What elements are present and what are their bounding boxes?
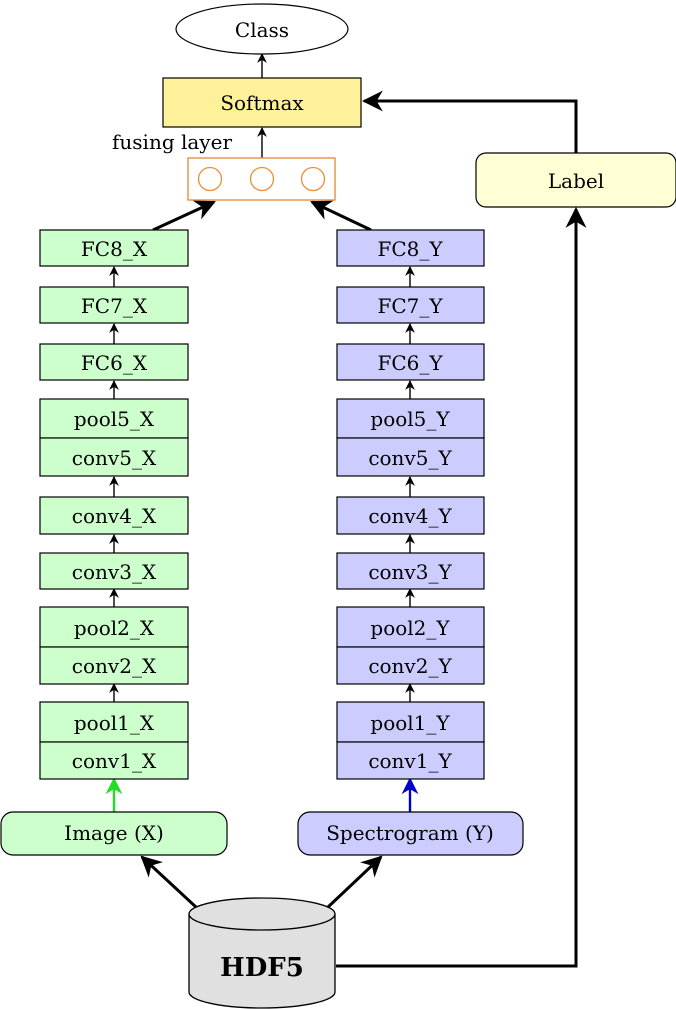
layer-conv2-x-box — [39, 646, 189, 685]
spectrogram-input-node[interactable]: Spectrogram (Y) — [297, 811, 524, 856]
arrow-hdf5-to-image — [140, 855, 199, 910]
layer-conv4-y-box — [336, 496, 485, 535]
fusing-layer-label: fusing layer — [112, 130, 232, 154]
layer-conv1-y[interactable]: conv1_Y — [336, 741, 485, 780]
hdf5-database[interactable]: HDF5 — [188, 897, 336, 1009]
hdf5-cylinder-body — [188, 913, 336, 1009]
connectors — [105, 53, 587, 968]
layer-conv3-y-box — [336, 552, 485, 590]
y-branch: FC8_Y FC7_Y FC6_Y pool5_Y conv5_Y conv4_… — [336, 229, 485, 780]
layer-conv5-y[interactable]: conv5_Y — [336, 437, 485, 477]
hdf5-cylinder-top — [188, 897, 336, 931]
layer-fc8-x[interactable]: FC8_X — [39, 229, 189, 267]
layer-fc8-y-label: FC8_Y — [377, 237, 443, 261]
x-branch: FC8_X FC7_X FC6_X pool5_X conv5_X conv4_… — [39, 229, 189, 780]
spectrogram-input-box — [297, 811, 524, 856]
layer-conv3-x-label: conv3_X — [72, 560, 157, 584]
layer-conv5-x[interactable]: conv5_X — [39, 437, 189, 477]
layer-fc8-x-box — [39, 229, 189, 267]
layer-fc6-x-box — [39, 343, 189, 381]
layer-pool5-y[interactable]: pool5_Y — [336, 398, 485, 439]
layer-fc7-x-box — [39, 286, 189, 324]
layer-pool5-x-label: pool5_X — [74, 407, 155, 431]
layer-pool1-y[interactable]: pool1_Y — [336, 701, 485, 743]
layer-fc6-y[interactable]: FC6_Y — [336, 343, 485, 381]
layer-conv2-x[interactable]: conv2_X — [39, 646, 189, 685]
layer-fc7-y[interactable]: FC7_Y — [336, 286, 485, 324]
layer-fc7-x-label: FC7_X — [81, 294, 148, 318]
label-box — [475, 152, 676, 208]
layer-conv2-x-label: conv2_X — [72, 654, 157, 678]
layer-fc6-x-label: FC6_X — [81, 351, 148, 375]
arrow-label-to-softmax — [361, 90, 578, 153]
layer-pool2-x[interactable]: pool2_X — [39, 606, 189, 648]
layer-conv2-y-label: conv2_Y — [368, 654, 452, 678]
layer-pool5-y-box — [336, 398, 485, 439]
layer-pool2-y[interactable]: pool2_Y — [336, 606, 485, 648]
arrow-hdf5-to-label — [336, 206, 587, 968]
layer-conv1-x-label: conv1_X — [72, 749, 157, 773]
layer-conv1-y-label: conv1_Y — [368, 749, 452, 773]
layer-fc6-x[interactable]: FC6_X — [39, 343, 189, 381]
layer-conv2-y[interactable]: conv2_Y — [336, 646, 485, 685]
arrow-fc8x-to-fusing — [152, 200, 216, 232]
layer-pool1-x[interactable]: pool1_X — [39, 701, 189, 743]
layer-conv4-x-label: conv4_X — [72, 504, 157, 528]
layer-conv2-y-box — [336, 646, 485, 685]
class-ellipse — [175, 3, 349, 55]
spectrogram-input-label: Spectrogram (Y) — [326, 821, 494, 845]
layer-fc6-y-label: FC6_Y — [377, 351, 443, 375]
layer-pool1-y-box — [336, 701, 485, 743]
layer-pool2-y-label: pool2_Y — [370, 616, 450, 640]
layer-conv3-x[interactable]: conv3_X — [39, 552, 189, 590]
layer-conv4-x[interactable]: conv4_X — [39, 496, 189, 535]
layer-pool5-x[interactable]: pool5_X — [39, 398, 189, 439]
softmax-label: Softmax — [220, 91, 304, 115]
label-label: Label — [548, 169, 604, 193]
image-input-box — [0, 811, 228, 856]
arrow-hdf5-to-spectrogram — [325, 855, 383, 910]
layer-conv1-y-box — [336, 741, 485, 780]
label-node[interactable]: Label — [475, 152, 676, 208]
layer-pool1-y-label: pool1_Y — [370, 711, 450, 735]
layer-pool2-x-label: pool2_X — [74, 616, 155, 640]
layer-conv5-y-label: conv5_Y — [368, 446, 452, 470]
layer-conv3-y-label: conv3_Y — [368, 560, 452, 584]
layer-fc8-y-box — [336, 229, 485, 267]
layer-fc8-x-label: FC8_X — [81, 237, 148, 261]
layer-pool1-x-label: pool1_X — [74, 711, 155, 735]
class-node[interactable]: Class — [175, 3, 349, 55]
arrow-fc8y-to-fusing — [310, 200, 372, 232]
layer-pool5-y-label: pool5_Y — [370, 407, 450, 431]
softmax-box — [162, 77, 362, 128]
layer-conv1-x-box — [39, 741, 189, 780]
layer-conv5-y-box — [336, 437, 485, 477]
layer-conv3-y[interactable]: conv3_Y — [336, 552, 485, 590]
layer-conv4-y[interactable]: conv4_Y — [336, 496, 485, 535]
layer-pool1-x-box — [39, 701, 189, 743]
layer-conv5-x-label: conv5_X — [72, 446, 157, 470]
layer-fc7-y-box — [336, 286, 485, 324]
softmax-node[interactable]: Softmax — [162, 77, 362, 128]
layer-fc8-y[interactable]: FC8_Y — [336, 229, 485, 267]
hdf5-label: HDF5 — [220, 953, 304, 983]
fusing-neuron-2 — [249, 166, 275, 192]
layer-fc7-x[interactable]: FC7_X — [39, 286, 189, 324]
fusing-neuron-3 — [300, 166, 326, 192]
layer-conv3-x-box — [39, 552, 189, 590]
layer-fc6-y-box — [336, 343, 485, 381]
image-input-label: Image (X) — [64, 821, 164, 845]
fusing-neuron-1 — [197, 166, 223, 192]
fusing-layer[interactable] — [187, 157, 336, 201]
layer-conv1-x[interactable]: conv1_X — [39, 741, 189, 780]
class-label: Class — [235, 18, 289, 42]
layer-conv4-y-label: conv4_Y — [368, 504, 452, 528]
fusing-layer-box — [187, 157, 336, 201]
layer-conv5-x-box — [39, 437, 189, 477]
image-input-node[interactable]: Image (X) — [0, 811, 228, 856]
layer-fc7-y-label: FC7_Y — [377, 294, 443, 318]
layer-conv4-x-box — [39, 496, 189, 535]
